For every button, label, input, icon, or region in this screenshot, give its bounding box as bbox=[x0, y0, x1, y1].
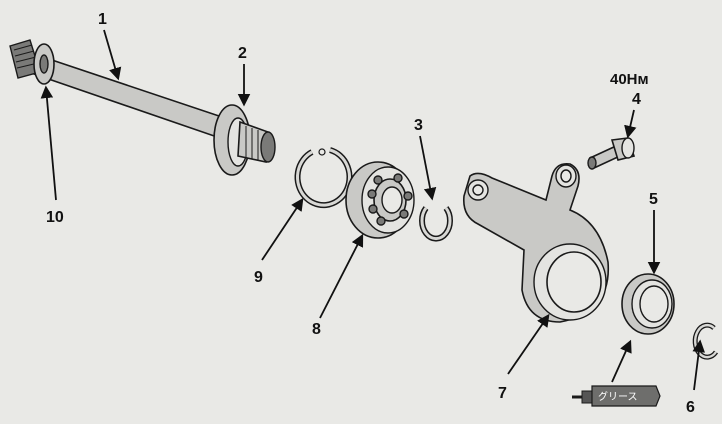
grease-tube-label: グリース bbox=[598, 390, 638, 403]
callout-4: 4 bbox=[632, 91, 641, 108]
leader-grease bbox=[611, 339, 632, 383]
leader-10 bbox=[40, 85, 57, 201]
callout-10: 10 bbox=[46, 209, 64, 226]
snap-ring-large bbox=[294, 147, 353, 209]
ball-bearing bbox=[345, 161, 415, 239]
torque-label: 40Нм bbox=[610, 71, 649, 88]
leader-7 bbox=[507, 313, 550, 375]
grease-tube: グリース bbox=[572, 385, 661, 407]
callout-3: 3 bbox=[414, 117, 423, 134]
callout-8: 8 bbox=[312, 321, 321, 338]
bolt bbox=[587, 137, 636, 170]
callout-7: 7 bbox=[498, 385, 507, 402]
retaining-clip bbox=[419, 206, 453, 242]
callout-9: 9 bbox=[254, 269, 263, 286]
callout-1: 1 bbox=[98, 11, 107, 28]
callout-2: 2 bbox=[238, 45, 247, 62]
bearing-bracket bbox=[462, 162, 610, 323]
oil-seal bbox=[621, 273, 675, 335]
leader-3 bbox=[419, 135, 437, 201]
callout-5: 5 bbox=[649, 191, 658, 208]
shaft-assembly bbox=[9, 39, 276, 176]
leader-1 bbox=[103, 29, 122, 81]
callouts: 1 2 3 4 5 6 7 8 9 10 40Нм bbox=[46, 11, 695, 416]
leader-8 bbox=[319, 233, 364, 319]
leader-4 bbox=[624, 109, 637, 139]
callout-6: 6 bbox=[686, 399, 695, 416]
leader-6 bbox=[692, 339, 706, 391]
shaft bbox=[32, 54, 226, 140]
leader-9 bbox=[261, 197, 304, 261]
leader-lines bbox=[40, 29, 706, 391]
